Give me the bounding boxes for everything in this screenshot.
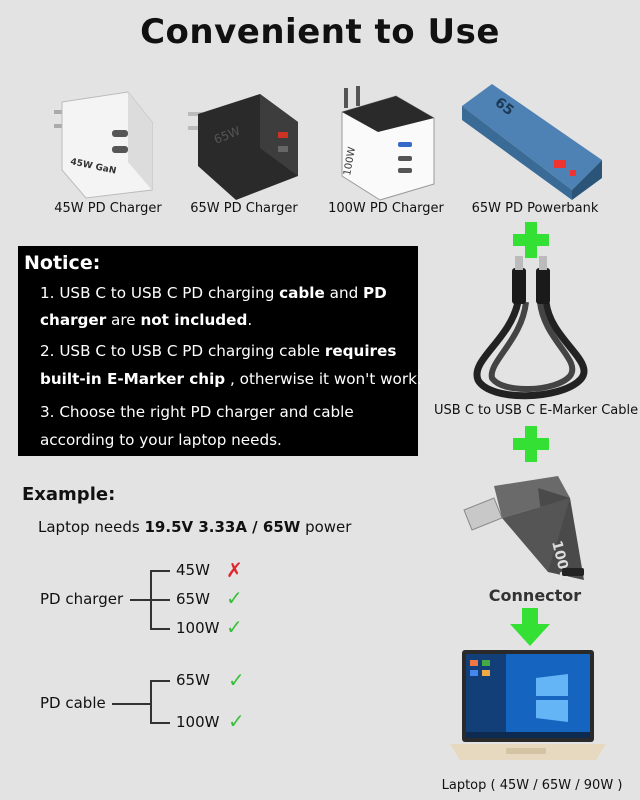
notice-title: Notice: [24, 252, 101, 274]
charger-option-100w: 100W [176, 619, 220, 637]
tree-connector-line [112, 703, 150, 705]
cable-label: USB C to USB C E-Marker Cable [434, 403, 639, 418]
check-icon: ✓ [226, 586, 243, 610]
cable-option-100w: 100W [176, 713, 220, 731]
arrow-down-icon [510, 608, 550, 646]
usb-c-cable-image [473, 256, 588, 400]
connector-image: 100w [463, 476, 584, 584]
product-label-powerbank: 65W PD Powerbank [471, 201, 599, 216]
notice-item-1-line-1: 1. USB C to USB C PD charging cable and … [40, 284, 387, 302]
65w-charger-image: 65W [188, 94, 298, 200]
tree-connector-line [150, 680, 152, 724]
tree-connector-line [150, 599, 170, 601]
tree-connector-line [150, 680, 170, 682]
powerbank-image: 65 [462, 84, 602, 200]
tree-connector-line [130, 599, 150, 601]
notice-item-3-line-1: 3. Choose the right PD charger and cable [40, 403, 354, 421]
connector-label: Connector [488, 586, 582, 605]
check-icon: ✓ [228, 709, 245, 733]
notice-box: Notice: 1. USB C to USB C PD charging ca… [18, 246, 422, 456]
laptop-image [450, 650, 606, 760]
charger-option-65w: 65W [176, 590, 210, 608]
check-icon: ✓ [228, 668, 245, 692]
example-title: Example: [22, 484, 116, 505]
product-label-100w-charger: 100W PD Charger [328, 201, 444, 216]
page-title: Convenient to Use [140, 12, 500, 52]
pd-cable-label: PD cable [40, 694, 106, 712]
pd-charger-label: PD charger [40, 590, 124, 608]
laptop-label: Laptop ( 45W / 65W / 90W ) [441, 778, 623, 793]
cable-option-65w: 65W [176, 671, 210, 689]
tree-connector-line [150, 570, 170, 572]
notice-item-3-line-2: according to your laptop needs. [40, 431, 282, 449]
45w-charger-image: 45W GaN [54, 91, 153, 199]
notice-item-2-line-1: 2. USB C to USB C PD charging cable requ… [40, 342, 397, 360]
charger-option-45w: 45W [176, 561, 210, 579]
product-label-65w-charger: 65W PD Charger [190, 201, 298, 216]
100w-charger-image: 100W [341, 86, 435, 201]
cross-icon: ✗ [226, 558, 243, 582]
example-description: Laptop needs 19.5V 3.33A / 65W power [38, 518, 352, 536]
plus-icon [513, 426, 549, 462]
notice-item-1-line-2: charger are not included. [40, 311, 253, 329]
tree-connector-line [150, 722, 170, 724]
charger-print-100w: 100W [342, 146, 358, 177]
tree-connector-line [150, 628, 170, 630]
check-icon: ✓ [226, 615, 243, 639]
product-label-45w-charger: 45W PD Charger [54, 201, 162, 216]
notice-item-2-line-2: built-in E-Marker chip , otherwise it wo… [40, 370, 422, 388]
plus-icon [513, 222, 549, 258]
